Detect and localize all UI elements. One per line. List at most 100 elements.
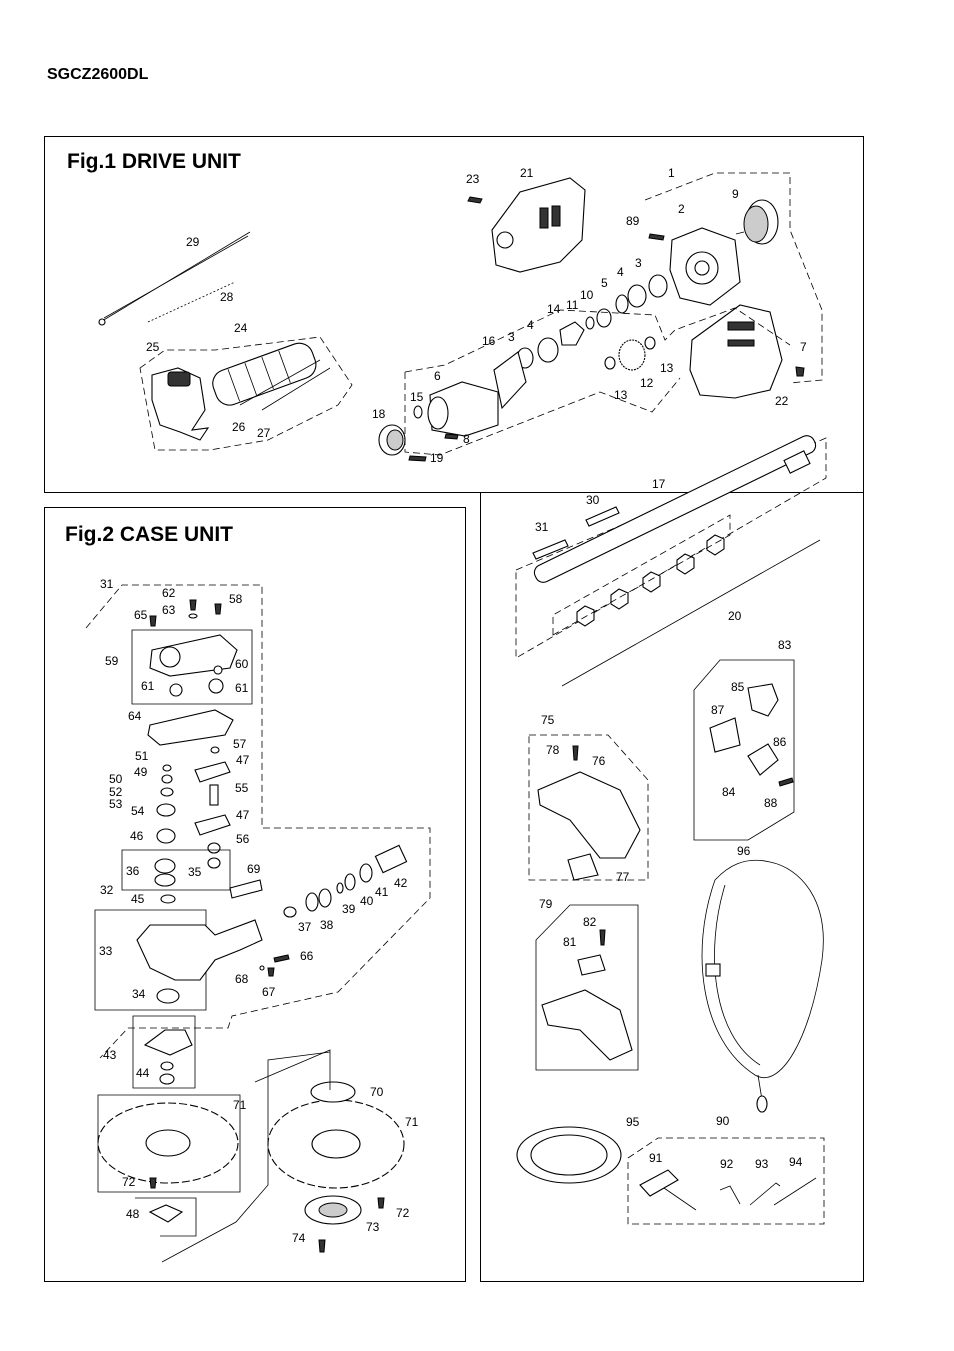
label-89: 89 — [626, 214, 640, 228]
screw-89 — [648, 233, 665, 241]
bolt-78 — [572, 745, 579, 761]
lever-47 — [194, 761, 231, 783]
label-3: 3 — [635, 256, 642, 270]
label-32: 32 — [100, 883, 114, 897]
label-48: 48 — [126, 1207, 140, 1221]
screw-58 — [214, 603, 222, 615]
label-81: 81 — [563, 935, 577, 949]
label-39: 39 — [342, 902, 356, 916]
screw-72 — [149, 1177, 157, 1189]
label-90: 90 — [716, 1114, 730, 1128]
label-71b: 71 — [405, 1115, 419, 1129]
label-83: 83 — [778, 638, 792, 652]
label-91: 91 — [649, 1151, 663, 1165]
spindle-48 — [148, 1204, 184, 1223]
tool-94 — [773, 1177, 817, 1206]
label-40: 40 — [360, 894, 374, 908]
washer-50 — [160, 787, 174, 797]
label-69: 69 — [247, 862, 261, 876]
bearing-36b — [154, 873, 176, 887]
box-wrench-91 — [639, 1169, 679, 1197]
label-54: 54 — [131, 804, 145, 818]
label-74: 74 — [292, 1231, 306, 1245]
bearing-35 — [207, 857, 221, 869]
label-67: 67 — [262, 985, 276, 999]
throttle-cable-29 — [101, 231, 251, 322]
label-15: 15 — [410, 390, 424, 404]
label-3b: 3 — [508, 330, 515, 344]
cable-end — [98, 318, 106, 326]
clamp-85 — [747, 683, 779, 717]
label-50: 50 — [109, 772, 123, 786]
label-12: 12 — [640, 376, 654, 390]
engine-cover-21 — [491, 177, 586, 273]
label-62: 62 — [162, 586, 176, 600]
label-33: 33 — [99, 944, 113, 958]
gear-case-33 — [136, 919, 263, 981]
label-2: 2 — [678, 202, 685, 216]
label-27: 27 — [257, 426, 271, 440]
washer-4 — [627, 284, 647, 308]
label-7: 7 — [800, 340, 807, 354]
washer-44b — [159, 1073, 175, 1085]
label-26: 26 — [232, 420, 246, 434]
label-53: 53 — [109, 797, 123, 811]
label-79: 79 — [539, 897, 553, 911]
label-8: 8 — [463, 432, 470, 446]
part-labels-fig2: 31 32 33 34 35 36 37 38 39 40 41 42 43 4… — [99, 577, 419, 1245]
label-72: 72 — [122, 1175, 136, 1189]
bearing-38b — [318, 888, 332, 908]
label-78: 78 — [546, 743, 560, 757]
bearing-46 — [156, 828, 176, 844]
label-94: 94 — [789, 1155, 803, 1169]
label-21: 21 — [520, 166, 534, 180]
label-96: 96 — [737, 844, 751, 858]
label-14: 14 — [547, 302, 561, 316]
gear-12 — [618, 339, 646, 371]
washer-13b — [604, 356, 616, 370]
label-37: 37 — [298, 920, 312, 934]
label-13b: 13 — [614, 388, 628, 402]
washer-57 — [210, 746, 220, 754]
label-41: 41 — [375, 885, 389, 899]
label-4: 4 — [617, 265, 624, 279]
fig1-drawing — [98, 172, 823, 462]
label-59: 59 — [105, 654, 119, 668]
bearing-49 — [161, 774, 173, 784]
bolt-74 — [318, 1239, 326, 1253]
gear-10 — [596, 308, 612, 328]
label-24: 24 — [234, 321, 248, 335]
label-76: 76 — [592, 754, 606, 768]
blade-71-right — [267, 1099, 405, 1189]
screw-23 — [467, 196, 483, 204]
screw-65 — [149, 615, 157, 627]
label-46: 46 — [130, 829, 144, 843]
bearing-41 — [359, 863, 373, 883]
label-68: 68 — [235, 972, 249, 986]
bolt-66 — [273, 954, 290, 963]
wire-27 — [261, 367, 331, 411]
label-56: 56 — [236, 832, 250, 846]
pinion-14 — [559, 321, 585, 346]
screw-7 — [795, 366, 805, 377]
gasket-16 — [493, 351, 527, 410]
washer-40 — [344, 873, 356, 891]
lever-47b — [194, 814, 231, 836]
seal-60 — [213, 665, 223, 675]
circlip-39 — [336, 882, 344, 894]
screw-67 — [267, 967, 275, 977]
sleeve-30 — [585, 506, 620, 527]
bearing-3 — [648, 274, 668, 298]
part-labels-accessories: 75 76 77 78 79 81 82 83 84 85 86 87 88 9… — [539, 638, 803, 1171]
nut-56 — [207, 842, 221, 854]
label-82: 82 — [583, 915, 597, 929]
circlip-45 — [160, 894, 176, 904]
fig2-frame — [44, 507, 466, 1282]
label-31-shaft: 31 — [535, 520, 549, 534]
label-4b: 4 — [527, 318, 534, 332]
label-61: 61 — [141, 679, 155, 693]
label-29: 29 — [186, 235, 200, 249]
collar-87 — [709, 717, 741, 753]
circlip-5 — [615, 294, 629, 314]
